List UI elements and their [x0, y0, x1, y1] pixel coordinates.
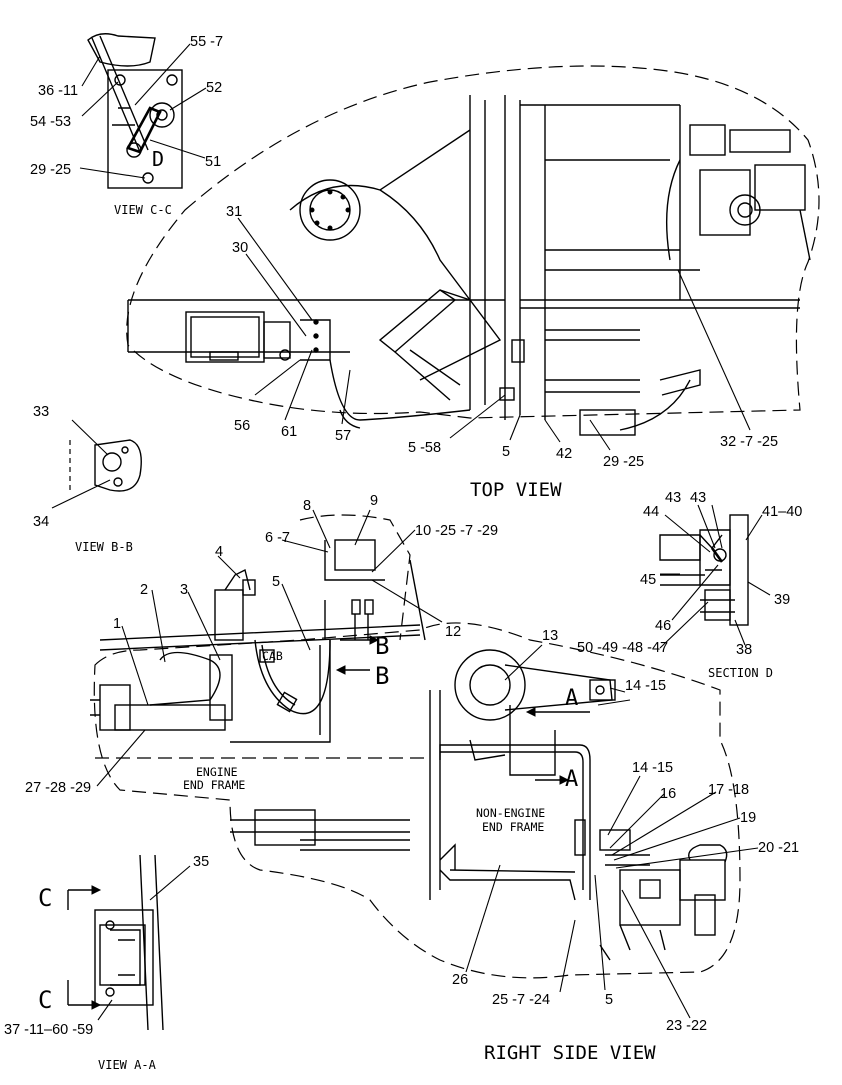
callout-19: 19	[740, 810, 756, 826]
right-side-view-drawing: CAB B B A A	[90, 514, 741, 979]
callout-labels: 36 -11 54 -53 55 -7 52 51 29 -25 31 30 5…	[4, 34, 802, 1038]
callout-16: 16	[660, 786, 676, 802]
section-d-title: SECTION D	[708, 666, 773, 680]
section-letter-b-top: B	[375, 632, 389, 660]
callout-9: 9	[370, 493, 378, 509]
view-b-b-title: VIEW B-B	[75, 540, 133, 554]
callout-56: 56	[234, 418, 250, 434]
top-view-drawing	[126, 65, 820, 436]
callout-38: 38	[736, 642, 752, 658]
callout-27-28-29: 27 -28 -29	[25, 780, 91, 796]
callout-36-11: 36 -11	[38, 83, 78, 99]
callout-6-7: 6 -7	[265, 530, 290, 546]
section-letter-a-top: A	[565, 686, 578, 711]
callout-13: 13	[542, 628, 558, 644]
view-a-a-drawing: C C VIEW A-A	[38, 854, 164, 1072]
callout-17-18: 17 -18	[708, 782, 749, 798]
callout-26: 26	[452, 972, 468, 988]
callout-25-7-24: 25 -7 -24	[492, 992, 550, 1008]
callout-3: 3	[180, 582, 188, 598]
top-view-title: TOP VIEW	[470, 479, 562, 501]
callout-61: 61	[281, 424, 297, 440]
callout-14-15-lower: 14 -15	[632, 760, 673, 776]
callout-45: 45	[640, 572, 656, 588]
callout-50-49-48-47: 50 -49 -48 -47	[577, 640, 668, 656]
callout-46: 46	[655, 618, 671, 634]
callout-8: 8	[303, 498, 311, 514]
callout-57: 57	[335, 428, 351, 444]
section-letter-a-bottom: A	[565, 767, 578, 792]
callout-5-58: 5 -58	[408, 440, 441, 456]
callout-32-7-25: 32 -7 -25	[720, 434, 778, 450]
callout-5-bottom: 5	[605, 992, 613, 1008]
callout-30: 30	[232, 240, 248, 256]
callout-43-a: 43	[690, 490, 706, 506]
callout-23-22: 23 -22	[666, 1018, 707, 1034]
section-letter-c-top: C	[38, 884, 52, 912]
callout-29-25-view-cc: 29 -25	[30, 162, 71, 178]
callout-43-b: 43	[665, 490, 681, 506]
frame-label-non-engine-line-2: END FRAME	[482, 820, 544, 834]
callout-39: 39	[774, 592, 790, 608]
frame-label-cab: CAB	[262, 649, 283, 663]
callout-34: 34	[33, 514, 49, 530]
view-b-b-drawing: VIEW B-B	[69, 439, 142, 554]
leader-lines	[51, 43, 771, 1021]
right-side-view-title: RIGHT SIDE VIEW	[484, 1042, 656, 1064]
callout-1: 1	[113, 616, 121, 632]
callout-12: 12	[445, 624, 461, 640]
callout-2: 2	[140, 582, 148, 598]
callout-52: 52	[206, 80, 222, 96]
section-d-drawing: SECTION D	[659, 514, 773, 680]
callout-4: 4	[215, 544, 223, 560]
callout-20-21: 20 -21	[758, 840, 799, 856]
section-letter-b-bottom: B	[375, 662, 389, 690]
section-letter-d: D	[152, 147, 164, 171]
callout-31: 31	[226, 204, 242, 220]
callout-35: 35	[193, 854, 209, 870]
view-a-a-title: VIEW A-A	[98, 1058, 157, 1072]
callout-14-15-upper: 14 -15	[625, 678, 666, 694]
callout-33: 33	[33, 404, 49, 420]
callout-54-53: 54 -53	[30, 114, 71, 130]
callout-44: 44	[643, 504, 659, 520]
frame-label-engine-line-1: ENGINE	[196, 765, 238, 779]
callout-37-11-60-59: 37 -11–60 -59	[4, 1022, 93, 1038]
callout-10-25-7-29: 10 -25 -7 -29	[415, 523, 498, 539]
callout-41-40: 41–40	[762, 504, 802, 520]
section-letter-c-bottom: C	[38, 986, 52, 1014]
callout-5-right-side: 5	[272, 574, 280, 590]
view-c-c-title: VIEW C-C	[114, 203, 172, 217]
frame-label-non-engine-line-1: NON-ENGINE	[476, 806, 545, 820]
view-c-c-drawing: D VIEW C-C	[87, 33, 183, 217]
callout-29-25-top: 29 -25	[603, 454, 644, 470]
callout-51: 51	[205, 154, 221, 170]
callout-42: 42	[556, 446, 572, 462]
frame-label-engine-line-2: END FRAME	[183, 778, 245, 792]
callout-55-7: 55 -7	[190, 34, 223, 50]
callout-5-top: 5	[502, 444, 510, 460]
